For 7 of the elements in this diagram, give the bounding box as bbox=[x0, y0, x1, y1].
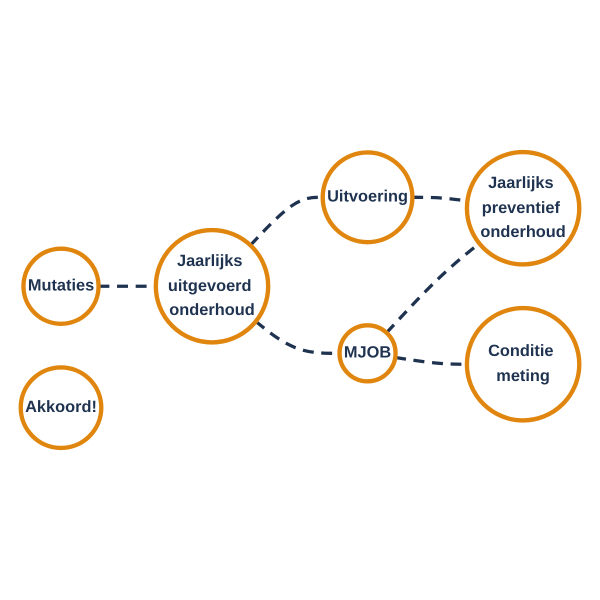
node-circle: Uitvoering bbox=[320, 150, 415, 244]
node-circle: Jaarlijks uitgevoerd onderhoud bbox=[154, 228, 270, 345]
node-circle: Conditie meting bbox=[464, 306, 582, 423]
node-circle: Akkoord! bbox=[18, 365, 104, 450]
node-circle: Jaarlijks preventief onderhoud bbox=[464, 150, 582, 267]
node-circle: Mutaties bbox=[21, 246, 101, 326]
node-circle: MJOB bbox=[337, 323, 398, 384]
